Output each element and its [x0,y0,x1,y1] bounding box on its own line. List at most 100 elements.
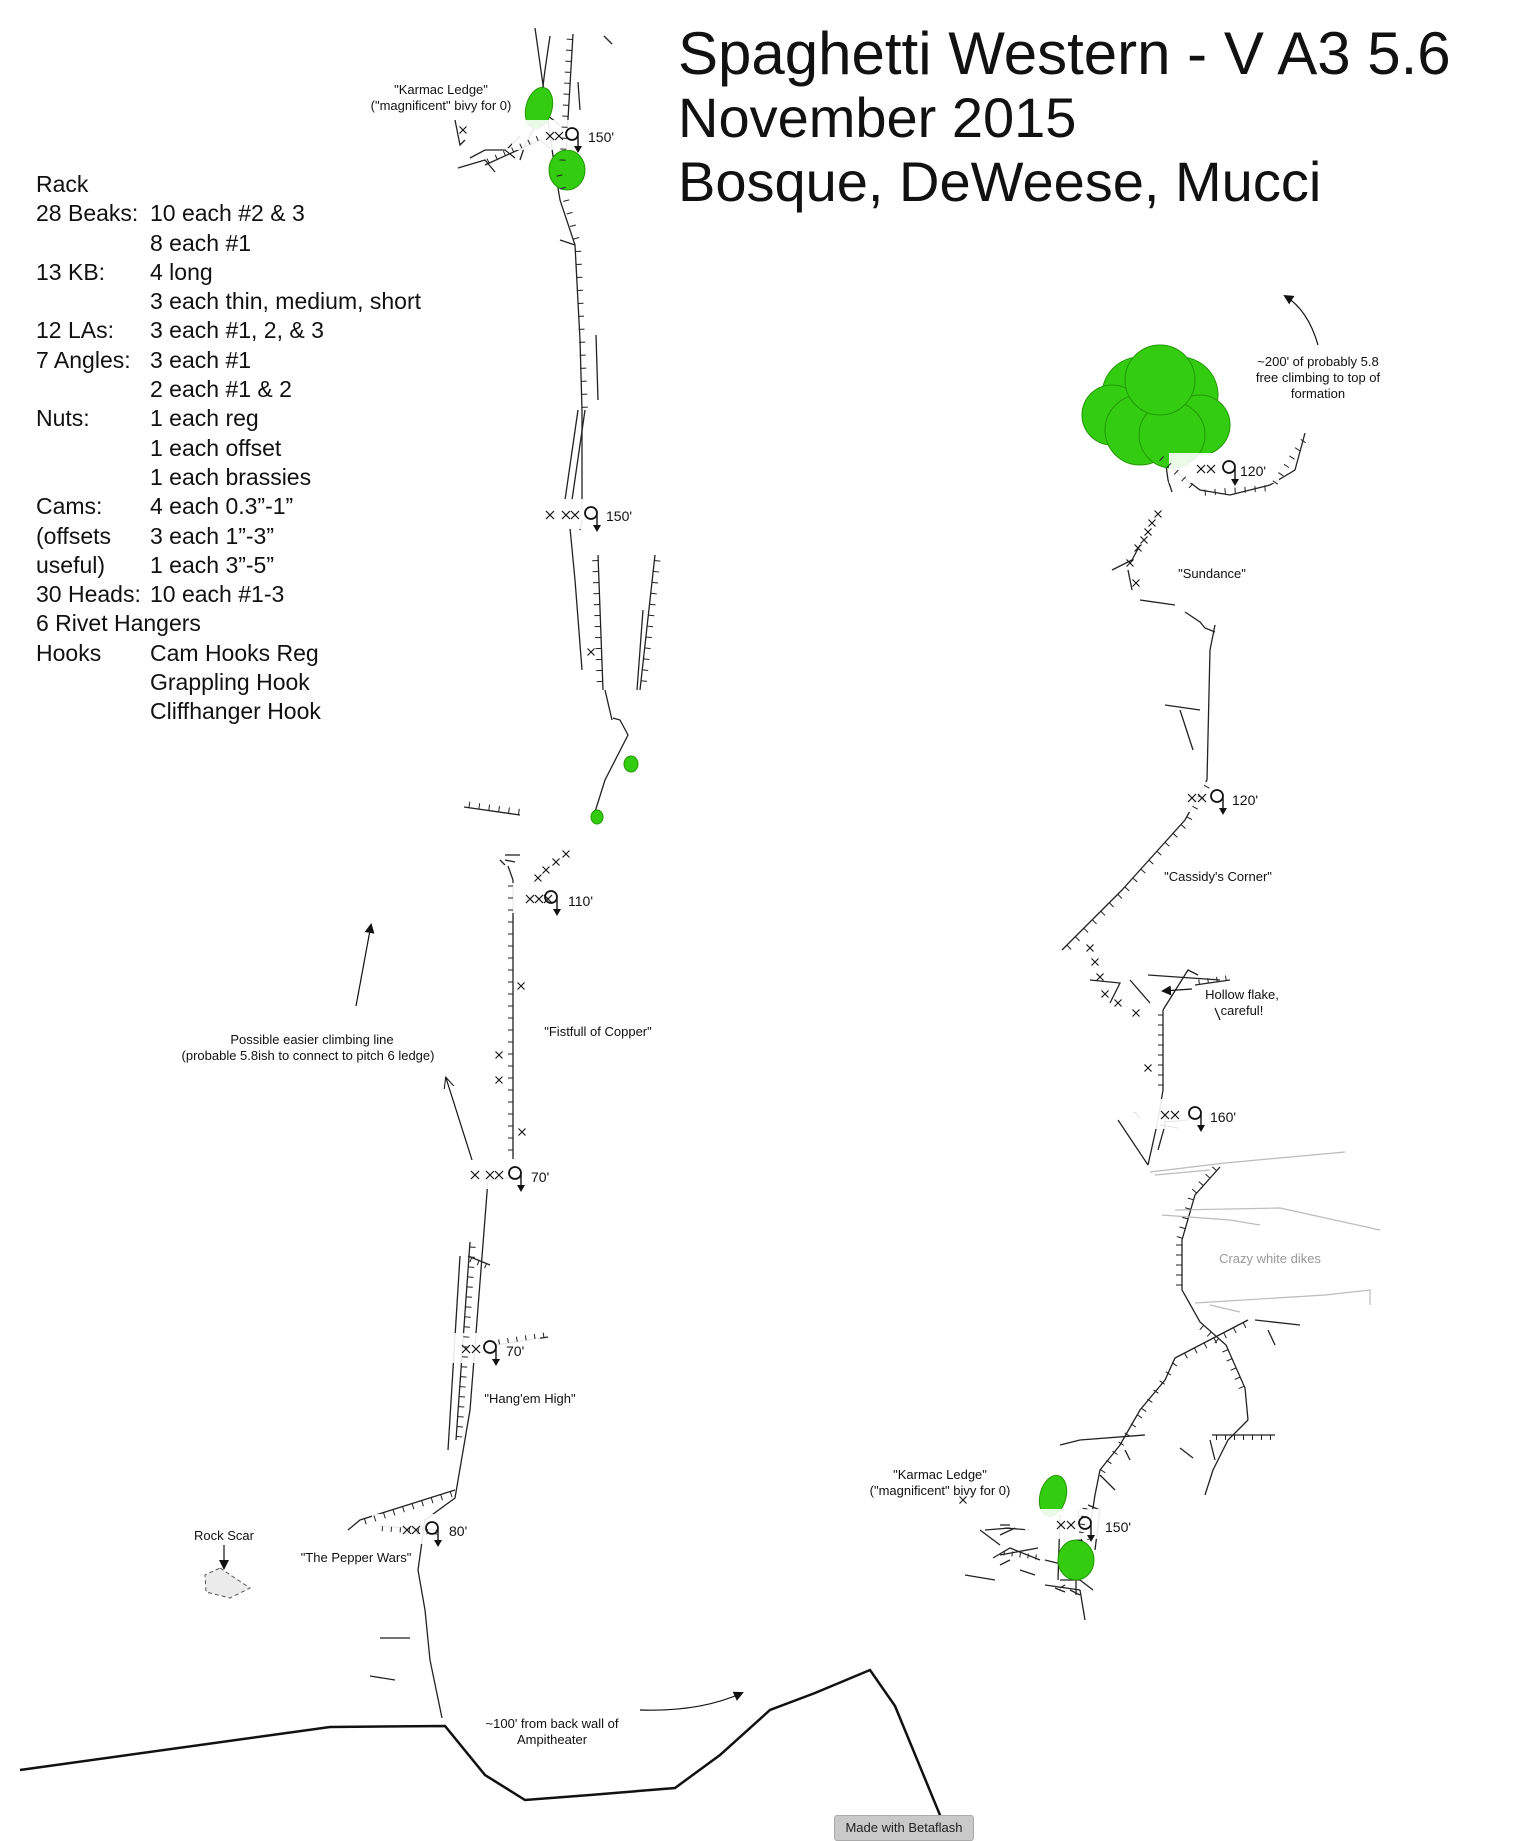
piton-tick [1177,1237,1183,1239]
label-free-3: formation [1291,386,1345,401]
bolt-x [496,1052,503,1059]
piton-tick [1290,456,1295,459]
label-sundance: "Sundance" [1178,566,1246,581]
rock-scar [205,1568,250,1598]
piton-tick [470,1258,472,1263]
piton-tick [650,604,656,605]
piton-tick [1133,878,1137,882]
len-right-160: 160' [1210,1109,1236,1125]
piton-tick [1028,1554,1029,1559]
label-free-1: ~200' of probably 5.8 [1257,354,1378,369]
piton-tick [499,806,500,812]
piton-tick [1187,817,1192,820]
piton-tick [1233,1328,1236,1333]
piton-tick [1223,1350,1228,1352]
label-fistfull: "Fistfull of Copper" [544,1024,652,1039]
topo-labels: "Karmac Ledge" ("magnificent" bivy for 0… [182,82,1381,1747]
right-route-lines [965,433,1305,1620]
piton-tick [543,1333,544,1338]
piton-tick [489,805,490,811]
piton-tick [1207,1332,1211,1336]
piton-tick [1185,1353,1188,1358]
bolt-x [1141,537,1148,544]
bolt-x [543,867,550,874]
piton-tick [1157,851,1161,855]
bolt-x [1149,520,1156,527]
piton-tick [1208,978,1209,983]
bolt-x [535,875,542,882]
piton-tick [1181,824,1185,828]
piton-tick [573,238,579,240]
piton-tick [645,648,651,649]
piton-tick [1141,869,1145,873]
piton-tick [1118,894,1122,898]
bolt-x [1133,1010,1140,1017]
betaflash-badge[interactable]: Made with Betaflash [834,1815,974,1841]
bolt-markers [460,127,1162,1504]
piton-tick [1141,1408,1146,1411]
label-dikes: Crazy white dikes [1219,1251,1321,1266]
piton-tick [563,200,569,202]
len-left-110: 110' [568,893,593,909]
piton-tick [1224,1333,1227,1338]
len-right-120a: 120' [1240,463,1266,479]
piton-tick [1199,979,1200,984]
bolt-x [588,649,595,656]
piton-tick [479,803,480,809]
len-left-80: 80' [449,1523,467,1539]
piton-tick [643,659,649,660]
piton-tick [1295,448,1300,451]
label-karmac-top-2: ("magnificent" bivy for 0) [371,98,512,113]
piton-tick [653,571,659,572]
bolt-x [1115,1000,1122,1007]
label-easier-2: (probable 5.8ish to connect to pitch 6 l… [182,1048,435,1063]
piton-tick [651,593,657,594]
piton-tick [1235,1377,1240,1379]
piton-tick [652,582,658,583]
label-karmac-bot-1: "Karmac Ledge" [893,1467,987,1482]
piton-tick [1206,1174,1210,1178]
bolt-x [1145,529,1152,536]
piton-tick [1231,1368,1236,1370]
piton-tick [1278,473,1283,476]
piton-tick [1239,1386,1244,1388]
piton-tick [1189,484,1193,488]
piton-tick [642,670,648,671]
piton-tick [509,807,510,813]
label-pepper: "The Pepper Wars" [301,1550,412,1565]
bolt-x [1133,580,1140,587]
label-back-wall-1: ~100' from back wall of [486,1716,619,1731]
piton-tick [412,1504,414,1510]
bolt-x [1135,545,1142,552]
piton-tick [1188,1198,1194,1200]
piton-tick [641,681,647,682]
len-left-top: 150' [588,129,614,145]
piton-tick [1125,887,1129,891]
piton-tick [469,802,470,808]
label-cassidy: "Cassidy's Corner" [1164,869,1272,884]
len-right-150: 150' [1105,1519,1131,1535]
len-right-120b: 120' [1232,792,1258,808]
piton-tick [441,1495,443,1501]
label-hangem: "Hang'em High" [484,1391,576,1406]
piton-tick [570,225,576,227]
bolt-x [1097,974,1104,981]
piton-tick [1284,464,1289,467]
piton-tick [485,1264,487,1269]
label-hollow-2: careful! [1221,1003,1264,1018]
piton-tick [1067,945,1071,949]
piton-tick [1212,1167,1216,1171]
piton-tick [1194,1348,1197,1353]
piton-tick [495,155,497,160]
piton-tick [1084,928,1088,932]
bolt-x [1087,945,1094,952]
label-easier-1: Possible easier climbing line [230,1032,393,1047]
ground-line [20,1670,942,1820]
piton-tick [1012,1552,1013,1557]
piton-tick [1192,1189,1196,1193]
annotation-arrows [224,296,1318,1710]
len-left-70b: 70' [506,1343,524,1359]
trees [521,84,1230,1580]
left-route-lines [348,28,655,1718]
label-rockscar: Rock Scar [194,1528,255,1543]
